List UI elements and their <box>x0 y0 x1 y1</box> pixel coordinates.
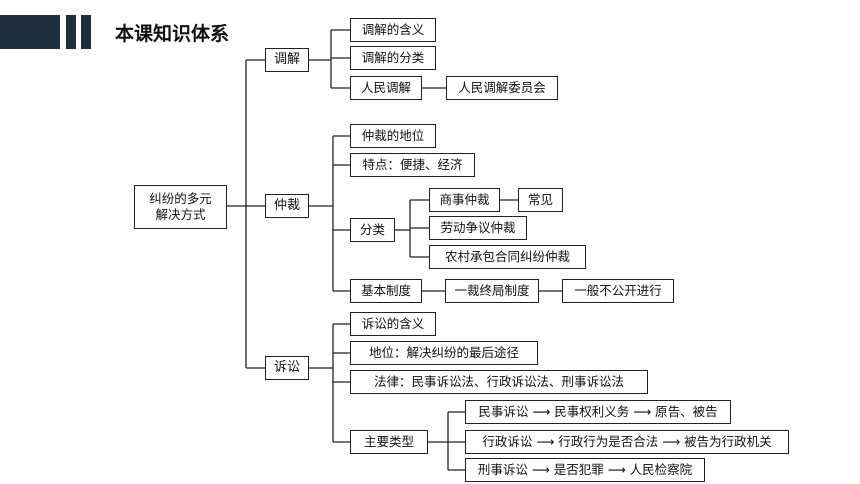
criminal-litigation: 刑事诉讼 ⟶ 是否犯罪 ⟶ 人民检察院 <box>465 458 705 482</box>
litigation-law: 法律：民事诉讼法、行政诉讼法、刑事诉讼法 <box>350 370 648 394</box>
people-mediation: 人民调解 <box>350 76 422 100</box>
mediation-classification: 调解的分类 <box>350 46 436 70</box>
arbitration-status: 仲裁的地位 <box>350 124 436 148</box>
arbitration-classification: 分类 <box>350 218 395 242</box>
mediation-meaning: 调解的含义 <box>350 18 436 42</box>
header-block <box>0 15 60 49</box>
arbitration-features: 特点：便捷、经济 <box>350 153 475 177</box>
main-types: 主要类型 <box>350 430 428 454</box>
basic-system: 基本制度 <box>350 279 422 303</box>
people-mediation-committee: 人民调解委员会 <box>446 76 558 100</box>
node-arbitration: 仲裁 <box>265 194 309 218</box>
not-public: 一般不公开进行 <box>562 279 674 303</box>
root-node: 纠纷的多元 解决方式 <box>134 185 227 229</box>
administrative-litigation: 行政诉讼 ⟶ 行政行为是否合法 ⟶ 被告为行政机关 <box>465 430 789 454</box>
commercial-common: 常见 <box>518 188 563 212</box>
header-stripe-1 <box>66 15 76 49</box>
page-title: 本课知识体系 <box>115 23 230 45</box>
root-line-2: 解决方式 <box>155 207 206 222</box>
litigation-meaning: 诉讼的含义 <box>350 312 436 336</box>
node-mediation: 调解 <box>265 48 309 72</box>
node-litigation: 诉讼 <box>265 356 309 380</box>
final-award-system: 一裁终局制度 <box>445 279 539 303</box>
civil-litigation: 民事诉讼 ⟶ 民事权利义务 ⟶ 原告、被告 <box>465 400 731 424</box>
rural-contract-arbitration: 农村承包合同纠纷仲裁 <box>429 245 586 269</box>
litigation-status: 地位：解决纠纷的最后途径 <box>350 341 538 365</box>
commercial-arbitration: 商事仲裁 <box>429 188 500 212</box>
header-stripe-2 <box>81 15 91 49</box>
labor-arbitration: 劳动争议仲裁 <box>429 216 527 240</box>
root-line-1: 纠纷的多元 <box>149 191 212 207</box>
